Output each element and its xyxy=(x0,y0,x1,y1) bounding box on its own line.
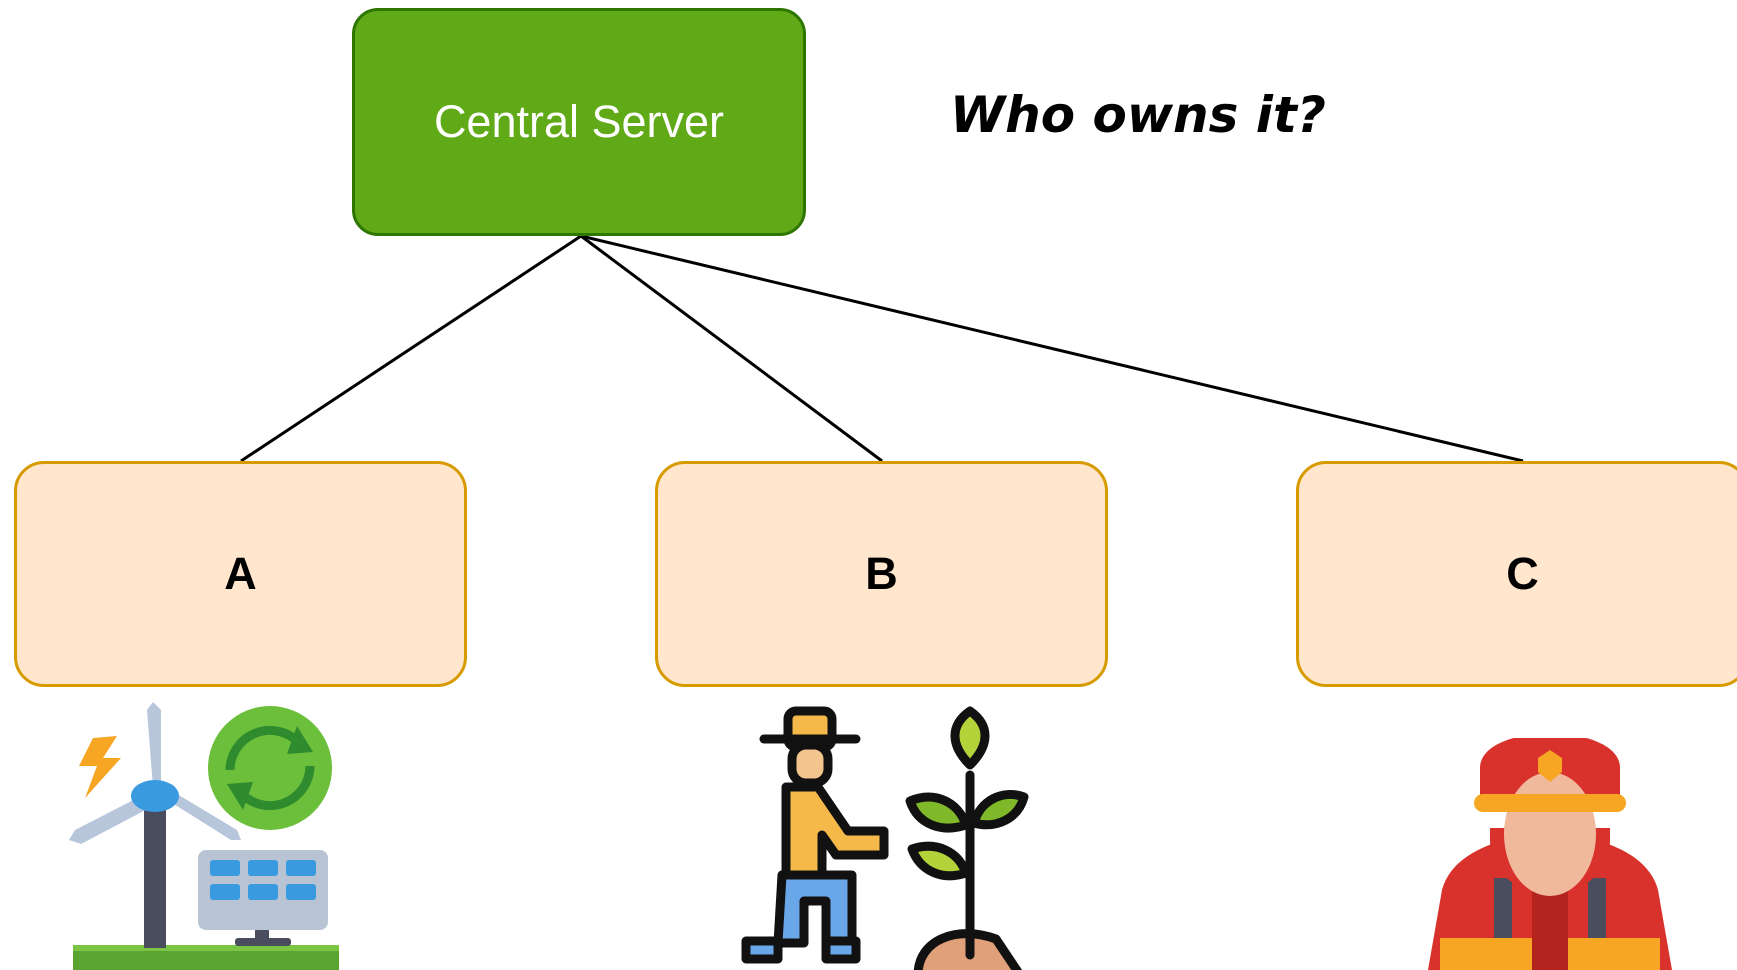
edge-server-b xyxy=(580,234,883,463)
edge-server-c xyxy=(580,234,1524,463)
ownership-question: Who owns it? xyxy=(950,86,1326,144)
node-a-label: A xyxy=(224,548,257,599)
node-a[interactable]: A xyxy=(14,461,467,687)
edge-server-a xyxy=(240,234,582,463)
node-b-label: B xyxy=(865,548,898,599)
node-b[interactable]: B xyxy=(655,461,1108,687)
node-c[interactable]: C xyxy=(1296,461,1737,687)
renewable-energy-icon xyxy=(69,702,339,970)
node-c-label: C xyxy=(1506,548,1539,599)
central-server-node[interactable]: Central Server xyxy=(352,8,806,236)
farmer-planting-icon xyxy=(741,706,1029,970)
firefighter-icon xyxy=(1428,738,1672,970)
central-server-label: Central Server xyxy=(433,96,725,147)
